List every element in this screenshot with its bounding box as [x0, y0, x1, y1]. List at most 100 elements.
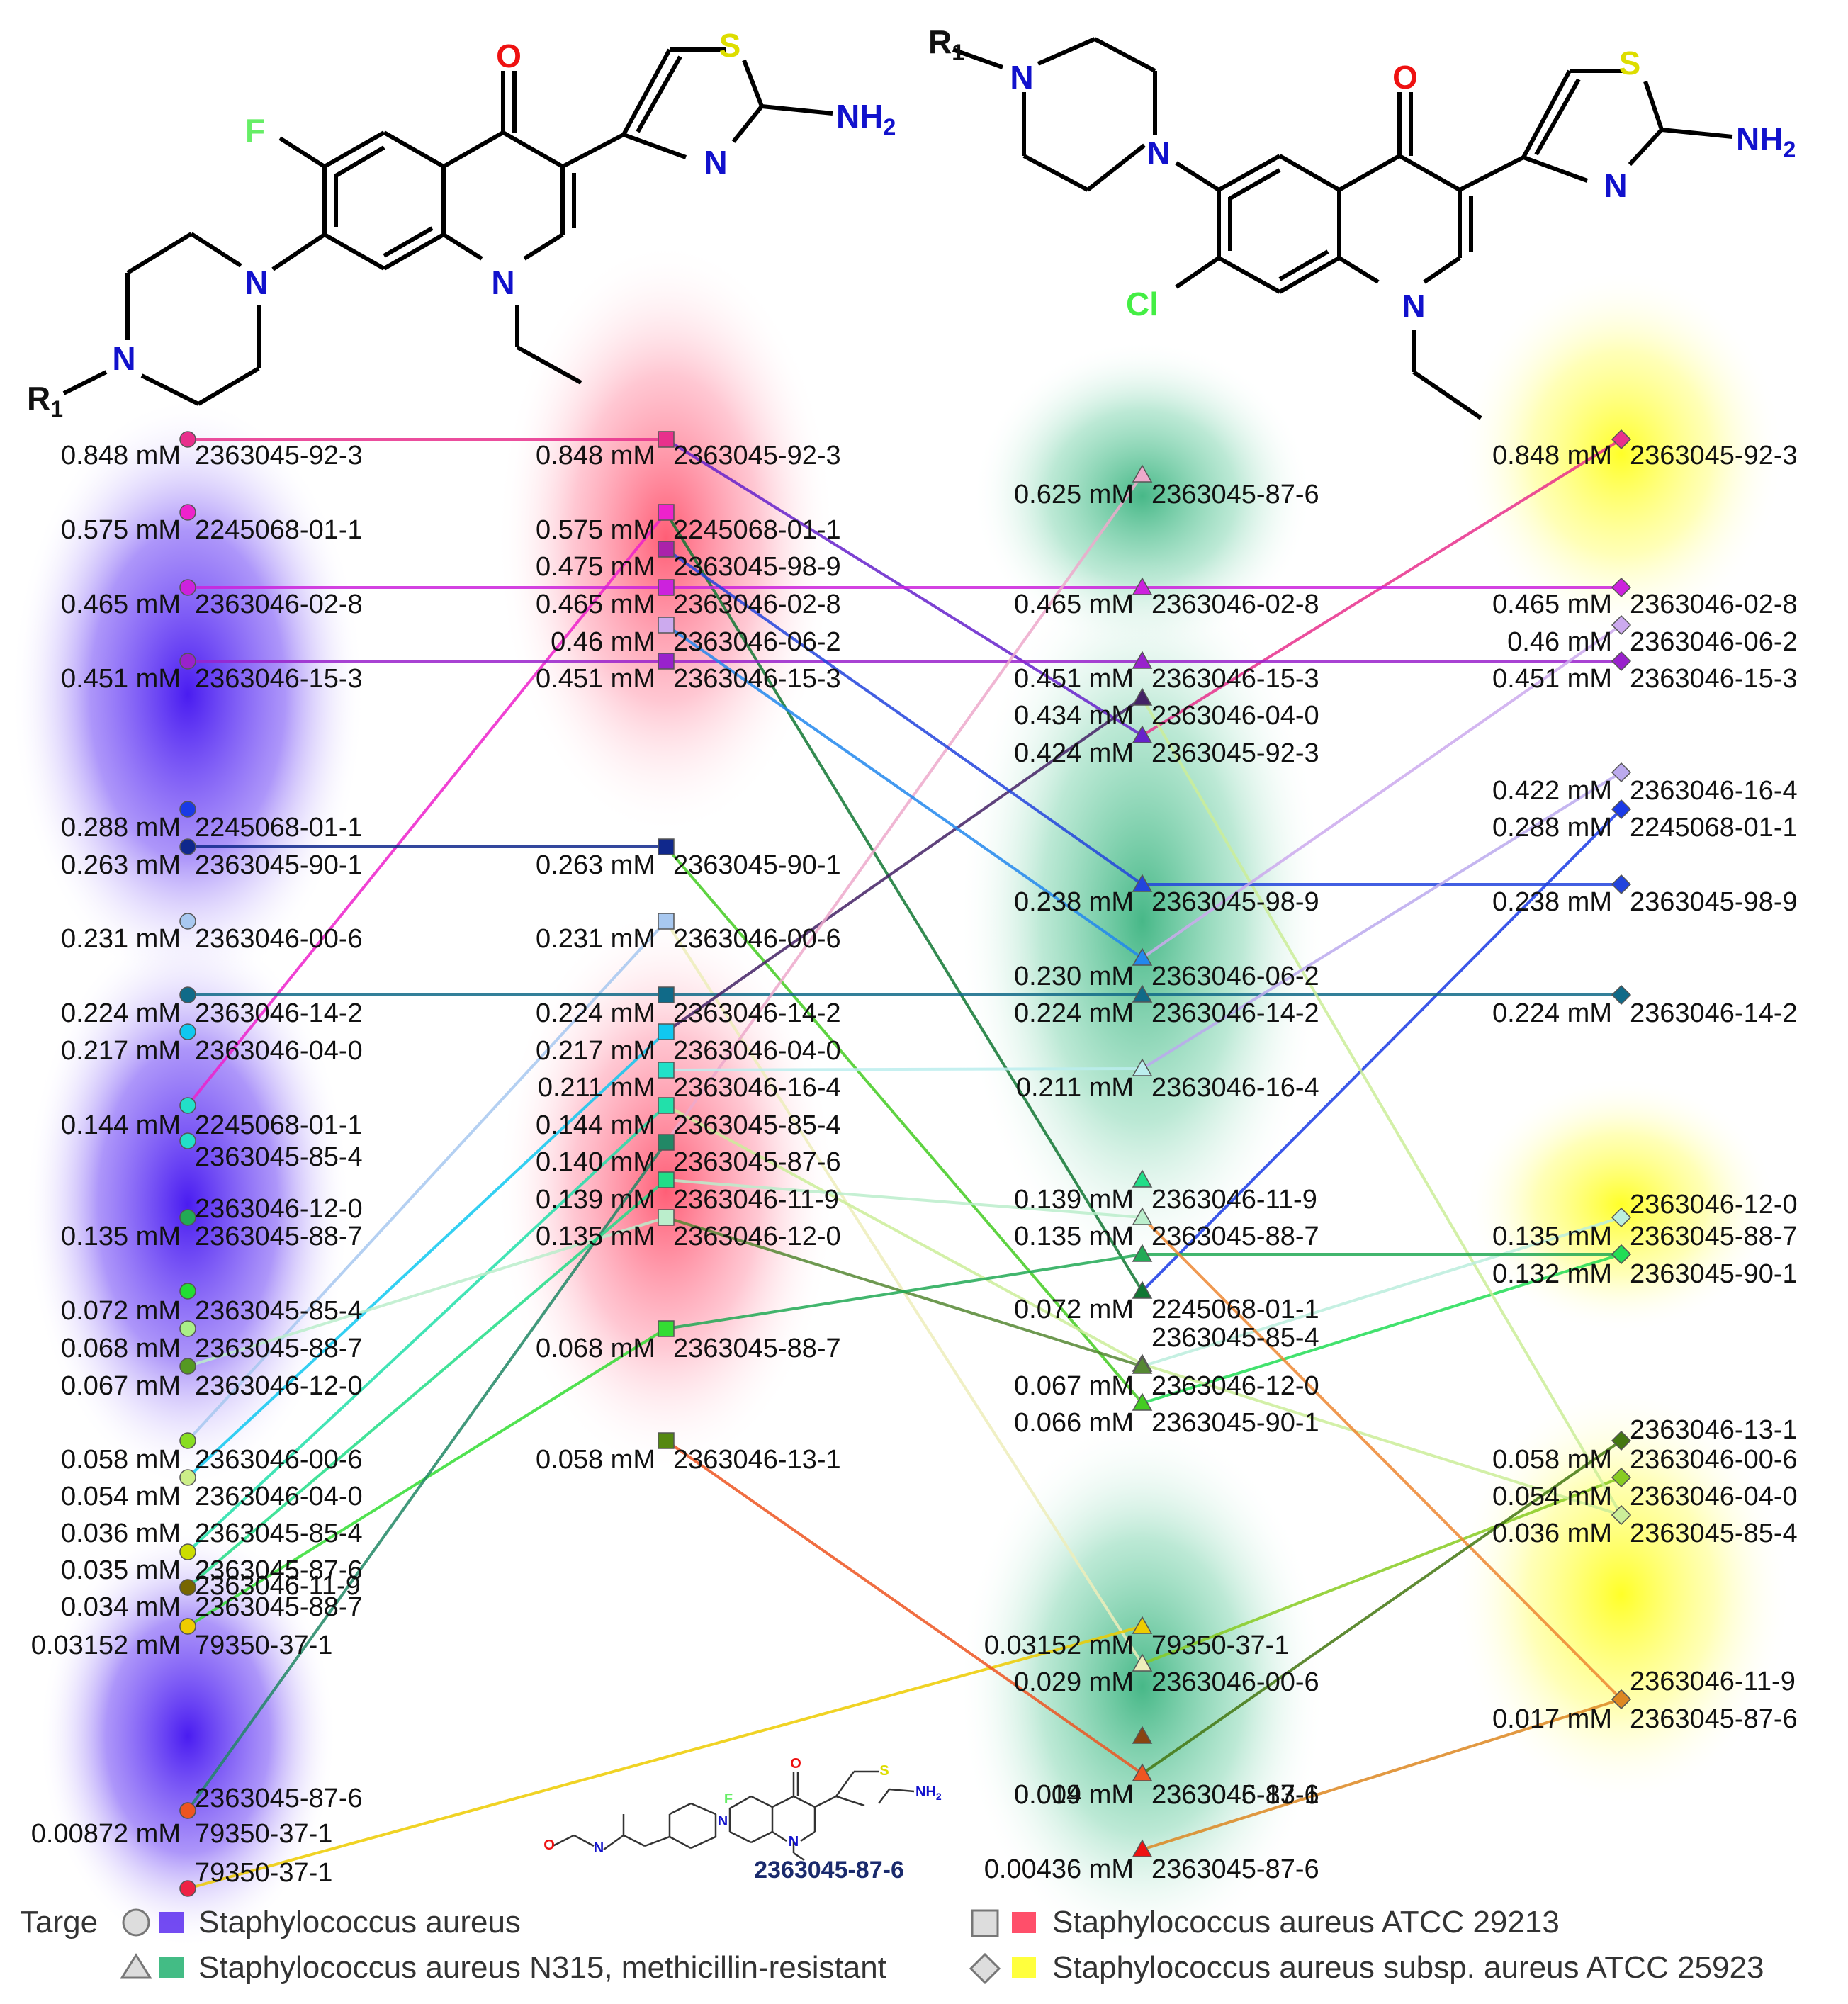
value-label: 0.224 mM — [1492, 998, 1612, 1028]
data-point-marker — [179, 431, 196, 448]
compound-label: 2363046-02-8 — [673, 590, 841, 619]
piperazine-nitrogen-2: N — [1010, 59, 1033, 96]
connector-line — [665, 1253, 1143, 1330]
legend-swatch-red — [1012, 1912, 1036, 1933]
data-point-marker — [1132, 687, 1153, 706]
inset-structure-atoms: O S F NH2 N O N N 2363045-87-6 — [543, 1756, 942, 1884]
target-glow-3 — [496, 241, 836, 836]
compound-label: 2363046-12-0 — [195, 1371, 363, 1401]
inset-oxime-oxygen: O — [543, 1837, 555, 1853]
legend-target-2: Staphylococcus aureus ATCC 29213 — [1052, 1905, 1560, 1940]
data-point-marker — [658, 1097, 675, 1114]
compound-label: 2363045-85-4 — [1151, 1323, 1319, 1353]
compound-label: 2245068-01-1 — [1630, 813, 1798, 843]
target-glow-9 — [1465, 1077, 1777, 1332]
target-glow-1 — [25, 921, 351, 1488]
data-point-marker — [658, 1209, 675, 1226]
compound-label: 2363045-85-4 — [1630, 1519, 1798, 1548]
quinolone-nitrogen: N — [1402, 288, 1425, 325]
data-point-marker — [1611, 1504, 1632, 1526]
compound-label: 2363045-87-6 — [195, 1784, 363, 1813]
data-point-marker — [1611, 984, 1632, 1006]
compound-label: 2363046-00-6 — [1630, 1445, 1798, 1475]
compound-label: 2363046-11-9 — [195, 1571, 361, 1601]
data-point-marker — [1611, 429, 1632, 450]
compound-label: 2363045-90-1 — [1151, 1408, 1319, 1438]
data-point-marker — [1132, 947, 1153, 966]
connector-line — [187, 1625, 1143, 1890]
data-point-marker — [1132, 1616, 1153, 1634]
compound-label: 2363046-06-2 — [1151, 962, 1319, 991]
value-label: 0.230 mM — [1014, 962, 1134, 991]
value-label: 0.224 mM — [61, 998, 181, 1028]
data-point-marker — [179, 1469, 196, 1486]
value-label: 0.017 mM — [1492, 1704, 1612, 1734]
value-label: 0.263 mM — [61, 850, 181, 880]
connector-line — [186, 511, 667, 1107]
compound-label: 79350-37-1 — [195, 1819, 332, 1849]
inset-fluorine-atom: F — [724, 1791, 733, 1807]
value-label: 0.054 mM — [61, 1482, 181, 1512]
value-label: 0.231 mM — [61, 924, 181, 954]
legend-swatch-blue — [159, 1912, 184, 1933]
connector-line — [186, 1178, 667, 1589]
target-glow-6 — [958, 553, 1326, 1290]
sulfur-atom: S — [1619, 45, 1641, 81]
connector-line — [1141, 624, 1623, 959]
compound-label: 2363046-04-0 — [673, 1036, 841, 1066]
target-glow-0 — [11, 397, 365, 992]
compound-label: 2363046-12-0 — [195, 1194, 363, 1224]
value-label: 0.451 mM — [1014, 664, 1134, 694]
data-point-marker — [1611, 614, 1632, 636]
connector-line — [186, 1141, 667, 1812]
legend-swatch-green — [159, 1957, 184, 1978]
compound-label: 2363045-88-7 — [195, 1592, 363, 1622]
value-label: 0.00872 mM — [31, 1819, 181, 1849]
thiazole-nitrogen: N — [1604, 167, 1627, 204]
data-point-marker — [658, 913, 675, 930]
left-structure-atoms: O S F NH2 N N N N R1 — [27, 27, 896, 422]
target-glows — [11, 241, 1791, 1956]
compound-label: 2363045-87-6 — [1151, 1780, 1319, 1810]
data-point-marker — [1611, 874, 1632, 895]
compound-label: 2363046-11-9 — [1151, 1185, 1317, 1215]
compound-label: 2363046-11-9 — [1630, 1667, 1796, 1696]
compound-label: 2363046-16-4 — [1151, 1073, 1319, 1103]
compound-label: 2363046-04-0 — [1630, 1482, 1798, 1512]
data-point-marker — [1132, 577, 1153, 595]
compound-label: 2363045-92-3 — [1151, 738, 1319, 768]
value-label: 0.848 mM — [61, 441, 181, 471]
data-point-marker — [1132, 1280, 1153, 1299]
data-point-marker — [179, 1023, 196, 1040]
data-point-marker — [658, 986, 675, 1003]
connector-line — [665, 548, 1144, 886]
value-label: 0.211 mM — [1016, 1073, 1134, 1103]
compound-label: 2363046-11-9 — [673, 1185, 839, 1215]
piperazine-nitrogen-1: N — [1146, 135, 1170, 171]
value-label: 0.451 mM — [61, 664, 181, 694]
data-point-marker — [1132, 1244, 1153, 1262]
connector-line — [1142, 1363, 1622, 1516]
compound-label: 2245068-01-1 — [195, 1110, 363, 1140]
data-point-marker — [658, 1023, 675, 1040]
quinolone-nitrogen: N — [491, 264, 514, 301]
data-point-marker — [179, 1618, 196, 1635]
compound-label: 2363045-87-6 — [1630, 1704, 1798, 1734]
compound-label: 2363045-88-7 — [195, 1222, 363, 1251]
value-label: 0.144 mM — [536, 1110, 655, 1140]
connector-line — [1141, 771, 1623, 1070]
data-point-marker — [179, 1802, 196, 1819]
data-point-marker — [179, 1283, 196, 1300]
value-label: 0.465 mM — [61, 590, 181, 619]
compound-label: 2363046-02-8 — [1151, 590, 1319, 619]
value-label: 0.139 mM — [1014, 1185, 1134, 1215]
inset-oxygen-atom: O — [790, 1756, 801, 1772]
inset-piperazine-nitrogen: N — [718, 1813, 728, 1829]
value-label: 0.238 mM — [1492, 887, 1612, 917]
data-point-marker — [179, 1132, 196, 1149]
compound-label: 2363046-12-0 — [673, 1222, 841, 1251]
piperazine-nitrogen-2: N — [112, 340, 135, 377]
inset-sulfur-atom: S — [879, 1763, 889, 1779]
